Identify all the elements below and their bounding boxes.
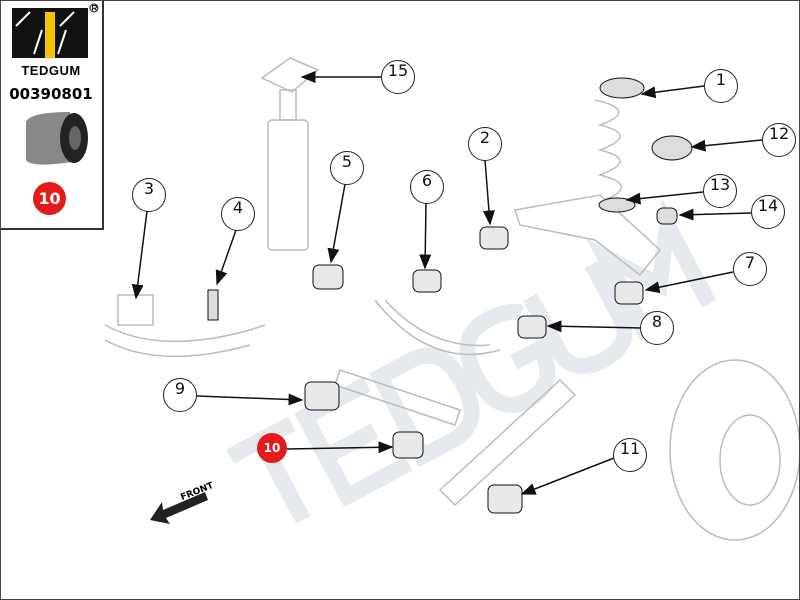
callout-3[interactable]: 3 bbox=[132, 178, 166, 212]
callout-13[interactable]: 13 bbox=[703, 174, 737, 208]
callout-7[interactable]: 7 bbox=[733, 252, 767, 286]
registered-mark-icon bbox=[89, 3, 99, 13]
callout-arrows bbox=[131, 71, 763, 495]
callout-15[interactable]: 15 bbox=[381, 60, 415, 94]
callout-1[interactable]: 1 bbox=[704, 69, 738, 103]
callout-12[interactable]: 12 bbox=[762, 123, 796, 157]
suspension-lineart bbox=[104, 57, 800, 541]
callout-2[interactable]: 2 bbox=[468, 127, 502, 161]
callout-5[interactable]: 5 bbox=[330, 151, 364, 185]
product-panel: TEDGUM 00390801 10 bbox=[0, 0, 104, 230]
bushing-product-image bbox=[26, 112, 88, 165]
front-arrow-icon bbox=[150, 492, 208, 524]
callout-badge: 10 bbox=[33, 182, 66, 215]
part-number: 00390801 bbox=[9, 85, 93, 103]
callout-10-highlighted[interactable]: 10 bbox=[257, 433, 287, 463]
callout-11[interactable]: 11 bbox=[613, 438, 647, 472]
bushings bbox=[207, 77, 693, 514]
callout-9[interactable]: 9 bbox=[163, 378, 197, 412]
callout-6[interactable]: 6 bbox=[410, 170, 444, 204]
tedgum-logo bbox=[12, 3, 99, 165]
brand-name: TEDGUM bbox=[21, 63, 81, 78]
callout-4[interactable]: 4 bbox=[221, 197, 255, 231]
callout-14[interactable]: 14 bbox=[751, 195, 785, 229]
callout-8[interactable]: 8 bbox=[640, 311, 674, 345]
